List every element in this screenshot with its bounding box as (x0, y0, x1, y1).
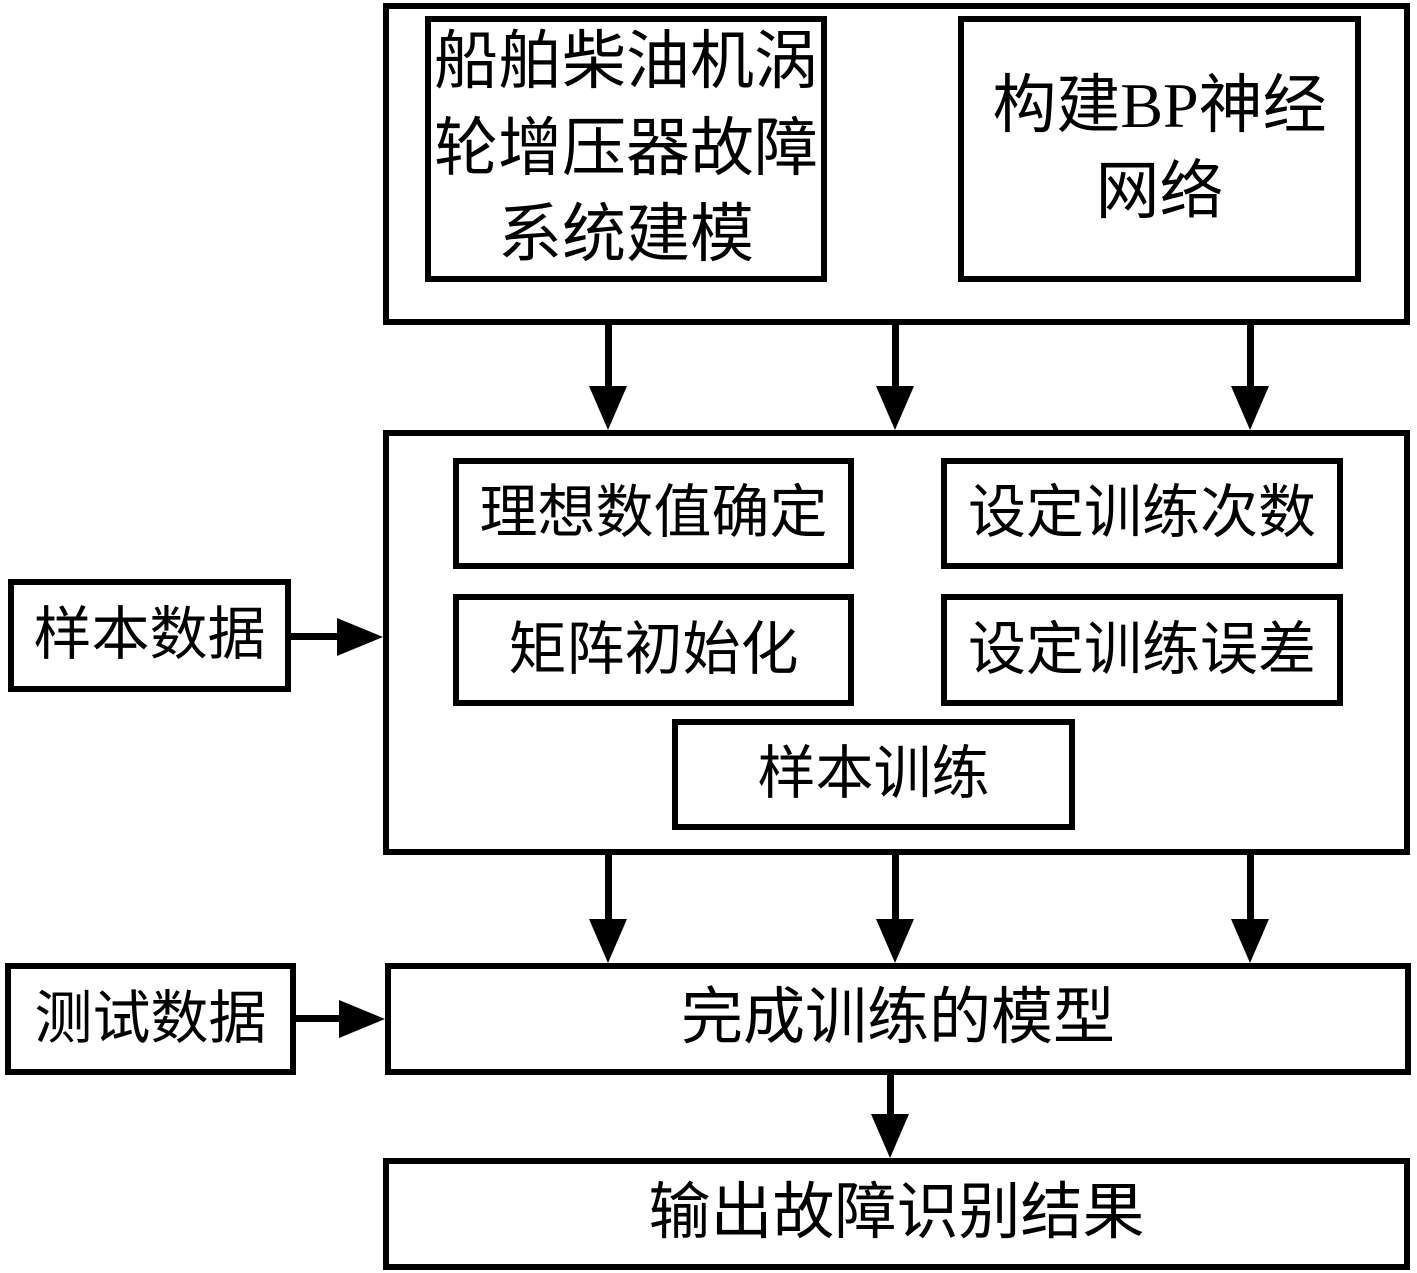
node-matrix-init: 矩阵初始化 (453, 594, 854, 706)
node-training-error: 设定训练误差 (941, 594, 1343, 706)
node-test-data: 测试数据 (5, 963, 296, 1075)
flow-arrow-down-icon (871, 1114, 909, 1158)
flow-arrow-down-icon (1231, 919, 1269, 963)
flow-arrow-shaft (892, 325, 899, 393)
flow-arrow-shaft (892, 855, 899, 927)
flow-arrow-shaft (605, 855, 612, 927)
node-ideal-value: 理想数值确定 (453, 458, 854, 569)
flow-arrow-right-icon (337, 618, 383, 656)
node-output-result: 输出故障识别结果 (383, 1158, 1410, 1270)
node-output-result-label: 输出故障识别结果 (648, 1179, 1145, 1248)
node-system-modeling-label: 船舶柴油机涡 轮增压器故障 系统建模 (434, 26, 818, 271)
node-sample-training-label: 样本训练 (757, 741, 990, 807)
flow-arrow-shaft (887, 1075, 894, 1123)
flow-arrow-shaft (1247, 855, 1254, 927)
node-build-bp-network: 构建BP神经 网络 (958, 16, 1361, 282)
node-training-error-label: 设定训练误差 (967, 616, 1316, 682)
flow-arrow-shaft (296, 1015, 351, 1022)
node-trained-model-label: 完成训练的模型 (680, 984, 1115, 1053)
flow-arrow-down-icon (1231, 386, 1269, 430)
node-training-times-label: 设定训练次数 (967, 480, 1316, 546)
flow-arrow-shaft (291, 633, 349, 640)
flow-arrow-down-icon (589, 386, 627, 430)
node-sample-training: 样本训练 (672, 719, 1075, 830)
node-ideal-value-label: 理想数值确定 (479, 480, 828, 546)
flow-arrow-right-icon (339, 1000, 385, 1038)
flow-arrow-shaft (605, 325, 612, 393)
node-test-data-label: 测试数据 (34, 985, 267, 1051)
flow-arrow-shaft (1247, 325, 1254, 393)
flow-arrow-down-icon (876, 919, 914, 963)
node-training-times: 设定训练次数 (941, 458, 1343, 569)
node-matrix-init-label: 矩阵初始化 (508, 616, 799, 682)
node-trained-model: 完成训练的模型 (385, 963, 1411, 1075)
flow-arrow-down-icon (589, 919, 627, 963)
flow-arrow-down-icon (876, 386, 914, 430)
node-sample-data-label: 样本数据 (33, 602, 266, 668)
node-build-bp-network-label: 构建BP神经 网络 (992, 69, 1327, 227)
node-system-modeling: 船舶柴油机涡 轮增压器故障 系统建模 (425, 16, 827, 282)
node-sample-data: 样本数据 (8, 579, 291, 692)
